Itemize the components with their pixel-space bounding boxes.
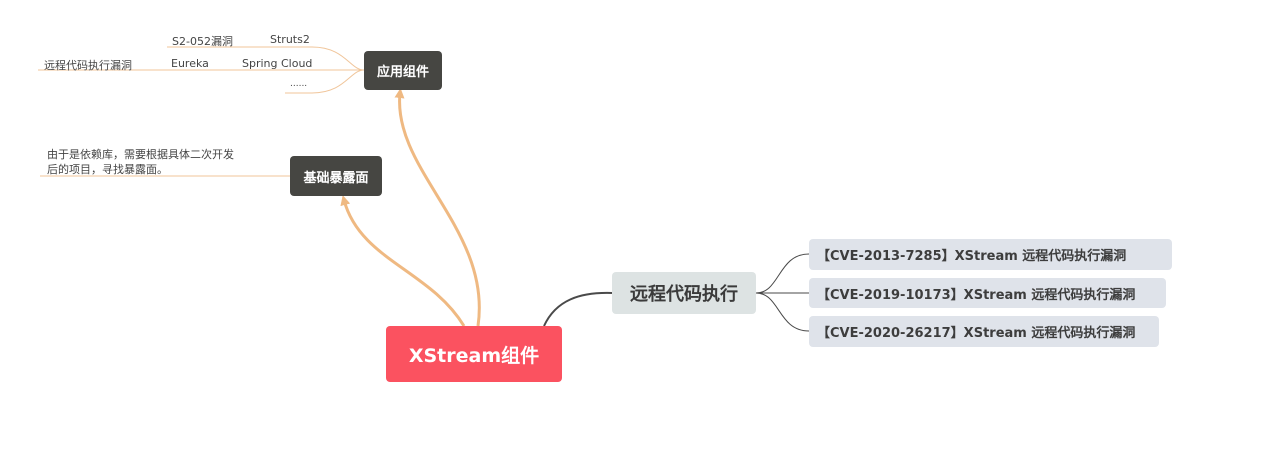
rce-label: 远程代码执行 bbox=[630, 284, 738, 305]
cve-label: 【CVE-2019-10173】XStream 远程代码执行漏洞 bbox=[817, 287, 1136, 303]
root-node[interactable]: XStream组件 bbox=[386, 326, 562, 382]
app-component-label: 应用组件 bbox=[376, 65, 429, 80]
cve-node-2019-10173[interactable]: 【CVE-2019-10173】XStream 远程代码执行漏洞 bbox=[809, 278, 1166, 308]
cve-label: 【CVE-2020-26217】XStream 远程代码执行漏洞 bbox=[817, 326, 1136, 341]
cve-label: 【CVE-2013-7285】XStream 远程代码执行漏洞 bbox=[817, 249, 1127, 264]
branch-app-to-struts2 bbox=[311, 46, 365, 71]
cve-node-2013-7285[interactable]: 【CVE-2013-7285】XStream 远程代码执行漏洞 bbox=[809, 239, 1172, 270]
branch-rce-to-cve-3 bbox=[755, 292, 810, 332]
rce-node[interactable]: 远程代码执行 bbox=[612, 272, 756, 314]
eureka-label[interactable]: Eureka bbox=[171, 57, 209, 70]
branch-root-to-app-component bbox=[394, 88, 481, 327]
base-exposure-node[interactable]: 基础暴露面 bbox=[290, 156, 382, 196]
base-exposure-label: 基础暴露面 bbox=[303, 170, 369, 186]
more-label[interactable]: ...... bbox=[290, 79, 308, 89]
spring-cloud-label[interactable]: Spring Cloud bbox=[242, 57, 313, 70]
root-label: XStream组件 bbox=[408, 344, 540, 367]
branch-root-to-rce bbox=[543, 291, 613, 327]
branch-root-to-base-exposure bbox=[340, 195, 466, 327]
branch-rce-to-cve-1 bbox=[755, 253, 810, 294]
rce-vuln-label[interactable]: 远程代码执行漏洞 bbox=[44, 59, 132, 72]
app-component-node[interactable]: 应用组件 bbox=[364, 51, 442, 90]
cve-node-2020-26217[interactable]: 【CVE-2020-26217】XStream 远程代码执行漏洞 bbox=[809, 316, 1159, 347]
branch-app-to-more bbox=[311, 69, 365, 94]
struts2-label[interactable]: Struts2 bbox=[270, 33, 310, 46]
s2-052-label[interactable]: S2-052漏洞 bbox=[172, 35, 233, 48]
base-exposure-description[interactable]: 由于是依赖库，需要根据具体二次开发后的项目，寻找暴露面。 bbox=[47, 148, 234, 176]
